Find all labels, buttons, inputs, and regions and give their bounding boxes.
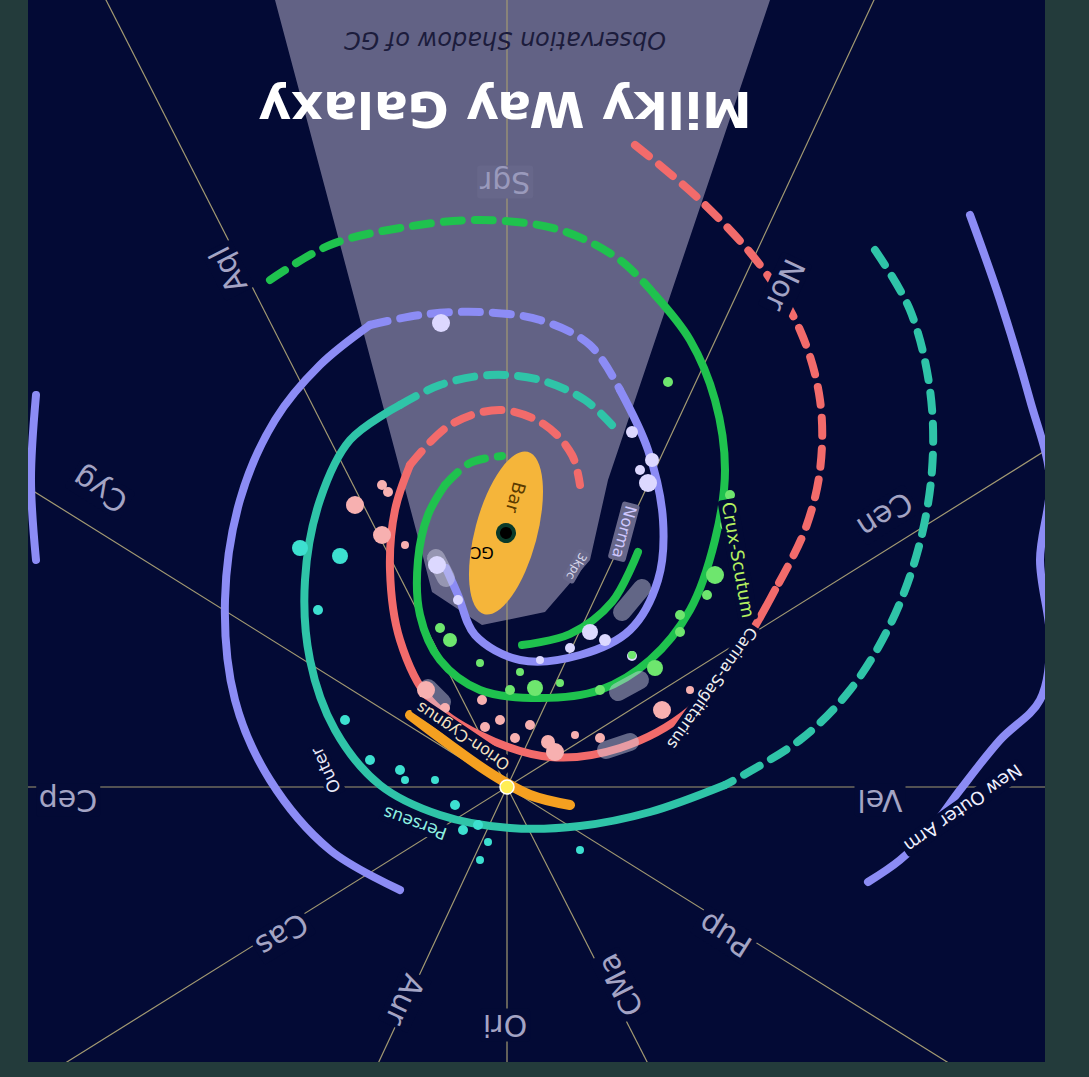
gc-ring (494, 521, 518, 545)
star-region (443, 633, 457, 647)
region-highlight (606, 742, 630, 750)
star-region (510, 733, 520, 743)
star-region (477, 695, 487, 705)
spiral-arm (370, 312, 620, 390)
star-region (340, 715, 350, 725)
star-region (595, 733, 605, 743)
region-highlight (618, 680, 640, 692)
spiral-arm (400, 375, 612, 425)
constellation-label: Sgr (477, 166, 533, 199)
constellation-label: Cep (36, 784, 100, 817)
constellation-label: Ori (480, 1009, 530, 1042)
star-region (401, 541, 409, 549)
star-region (675, 627, 685, 637)
star-region (313, 605, 323, 615)
constellation-label: Vel (855, 784, 906, 817)
star-region (571, 731, 579, 739)
star-region (525, 720, 535, 730)
star-region (332, 548, 348, 564)
star-region (373, 526, 391, 544)
star-region (453, 595, 463, 605)
spiral-arm (445, 456, 502, 485)
sight-line (28, 0, 1045, 1062)
region-highlight (622, 588, 642, 612)
spiral-arm (417, 295, 725, 698)
star-region (686, 686, 694, 694)
star-region (431, 776, 439, 784)
spiral-arm (390, 465, 775, 758)
star-region (383, 487, 393, 497)
spiral-arm (868, 215, 1045, 882)
star-region (639, 474, 657, 492)
star-region (432, 314, 450, 332)
star-region (505, 685, 515, 695)
star-region (476, 856, 484, 864)
sun-marker (500, 780, 514, 794)
sight-line (28, 0, 1045, 1062)
star-region (480, 722, 490, 732)
star-region (626, 426, 638, 438)
gc-label: GC (470, 543, 494, 561)
map-ground (28, 0, 1045, 1062)
star-region (401, 776, 409, 784)
star-region (582, 624, 598, 640)
star-region (565, 643, 575, 653)
spiral-arm (31, 395, 36, 560)
star-region (546, 743, 564, 761)
star-region (653, 701, 671, 719)
star-region (536, 656, 544, 664)
star-region (595, 685, 605, 695)
spiral-arm (304, 405, 725, 829)
gc-marker (499, 526, 514, 541)
star-region (435, 623, 445, 633)
star-region (645, 453, 659, 467)
star-region (458, 825, 468, 835)
star-region (635, 465, 645, 475)
map-title: Milky Way Galaxy (258, 81, 751, 136)
spiral-arm (225, 325, 400, 890)
star-region (527, 680, 543, 696)
star-region (476, 659, 484, 667)
star-region (516, 668, 524, 676)
star-region (292, 540, 308, 556)
star-region (473, 820, 483, 830)
star-region (675, 610, 685, 620)
shadow-caption: Observation Shadow of GC (344, 27, 666, 53)
sight-line (28, 0, 1045, 1062)
star-region (628, 651, 636, 659)
star-region (706, 566, 724, 584)
star-region (599, 634, 611, 646)
sight-line (28, 0, 1045, 1062)
star-region (495, 715, 505, 725)
spiral-arm (410, 410, 580, 485)
star-region (647, 660, 663, 676)
star-region (365, 755, 375, 765)
star-region (484, 838, 492, 846)
star-region (702, 590, 712, 600)
spiral-arm (446, 390, 664, 662)
spiral-arm (725, 250, 933, 785)
spiral-arm (270, 220, 655, 295)
star-region (663, 377, 673, 387)
star-region (395, 765, 405, 775)
bar-shape (454, 444, 557, 622)
star-region (556, 679, 564, 687)
star-region (450, 800, 460, 810)
star-region (428, 556, 446, 574)
star-region (576, 846, 584, 854)
star-region (627, 651, 637, 661)
star-region (346, 496, 364, 514)
